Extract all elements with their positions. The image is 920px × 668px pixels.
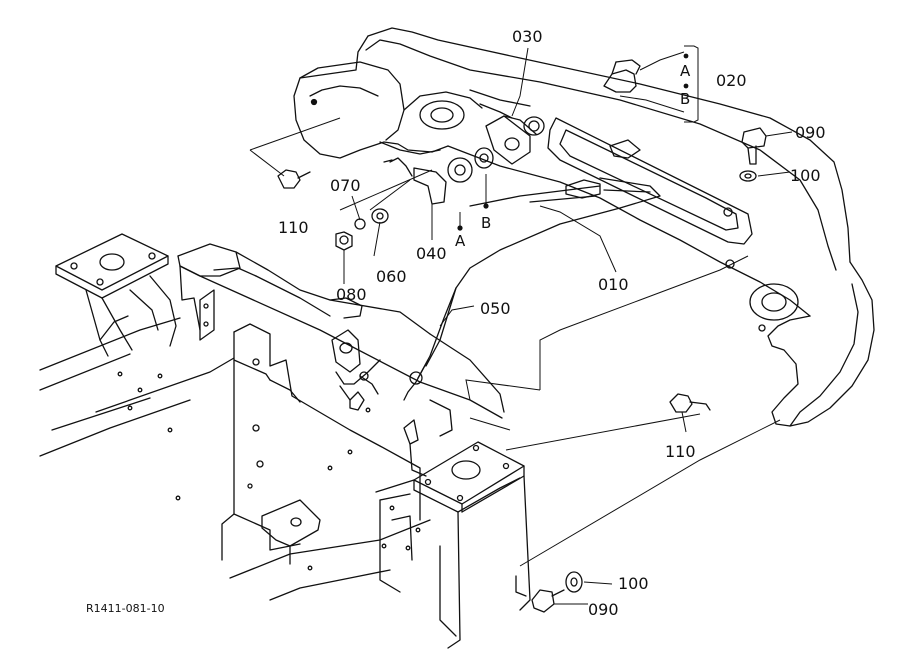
washer-stack <box>336 148 493 250</box>
marker-b-bottom: B <box>481 214 492 232</box>
callout-020: 020 <box>716 71 747 90</box>
marker-b-top: B <box>680 90 691 108</box>
right-pedestal <box>376 442 530 648</box>
marker-a-top: A <box>680 62 691 80</box>
main-frame <box>40 244 504 600</box>
bolt-upper <box>740 128 766 181</box>
marker-dots <box>457 53 689 231</box>
marker-a-bottom: A <box>455 232 466 250</box>
mount-pedestal <box>56 234 176 356</box>
bolt-lower <box>532 572 582 612</box>
pin-bolt <box>604 60 640 92</box>
leader-lines <box>250 46 792 604</box>
callout-100-upper: 100 <box>790 166 821 185</box>
callout-110-left: 110 <box>278 218 309 237</box>
bolt-110-left <box>278 170 310 188</box>
callout-050: 050 <box>480 299 511 318</box>
clip <box>384 158 446 204</box>
plate-bracket <box>486 116 536 164</box>
bolt-110-right <box>670 394 710 412</box>
center-linkage <box>332 330 452 476</box>
callout-100-lower: 100 <box>618 574 649 593</box>
callout-080: 080 <box>336 285 367 304</box>
callout-110-right: 110 <box>665 442 696 461</box>
bumper-guard <box>294 28 874 426</box>
callout-030: 030 <box>512 27 543 46</box>
callout-070: 070 <box>330 176 361 195</box>
callout-090-lower: 090 <box>588 600 619 619</box>
callout-060: 060 <box>376 267 407 286</box>
cable <box>404 178 660 400</box>
callout-090-upper: 090 <box>795 123 826 142</box>
callout-010: 010 <box>598 275 629 294</box>
drawing-reference: R1411-081-10 <box>86 602 165 615</box>
callout-040: 040 <box>416 244 447 263</box>
